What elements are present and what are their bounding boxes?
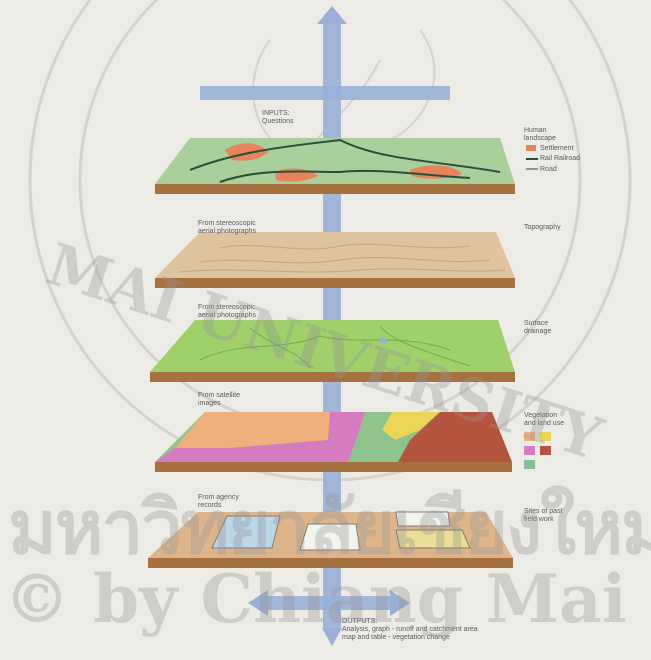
topography-source-label: From stereoscopic aerial photographs: [198, 220, 256, 236]
legend-swatch-brown: [540, 446, 551, 455]
road-legend-label: Road: [540, 166, 557, 174]
legend-swatch-yellow: [540, 432, 551, 441]
layer-sites-of-field-work: [148, 512, 513, 568]
legend-swatch-settlement: [526, 145, 536, 151]
samples-source-label: From agency records: [198, 494, 239, 510]
legend-swatch-green: [524, 460, 535, 469]
legend-swatch-orange: [524, 432, 535, 441]
layer-surface-drainage: [150, 320, 515, 382]
drainage-layer-label: Surface drainage: [524, 320, 551, 336]
topography-layer-label: Topography: [524, 224, 561, 232]
inputs-label: INPUTS: Questions: [262, 110, 294, 126]
layer-human-landscape: [155, 138, 515, 194]
layer-topography: [155, 232, 515, 288]
vegetation-source-label: From satellite images: [198, 392, 240, 408]
vegetation-layer-label: Vegetation and land use: [524, 412, 564, 428]
drainage-source-label: From stereoscopic aerial photographs: [198, 304, 256, 320]
outputs-label: OUTPUTS: Analysis, graph - runoff and ca…: [342, 618, 478, 642]
legend-swatch-pink: [524, 446, 535, 455]
railroad-legend-label: Rail Railroad: [540, 155, 580, 163]
human-landscape-label: Human landscape: [524, 127, 556, 143]
samples-layer-label: Sites of past field work: [524, 508, 563, 524]
settlement-legend-label: Settlement: [540, 145, 573, 153]
layer-vegetation-land-use: [155, 412, 512, 472]
